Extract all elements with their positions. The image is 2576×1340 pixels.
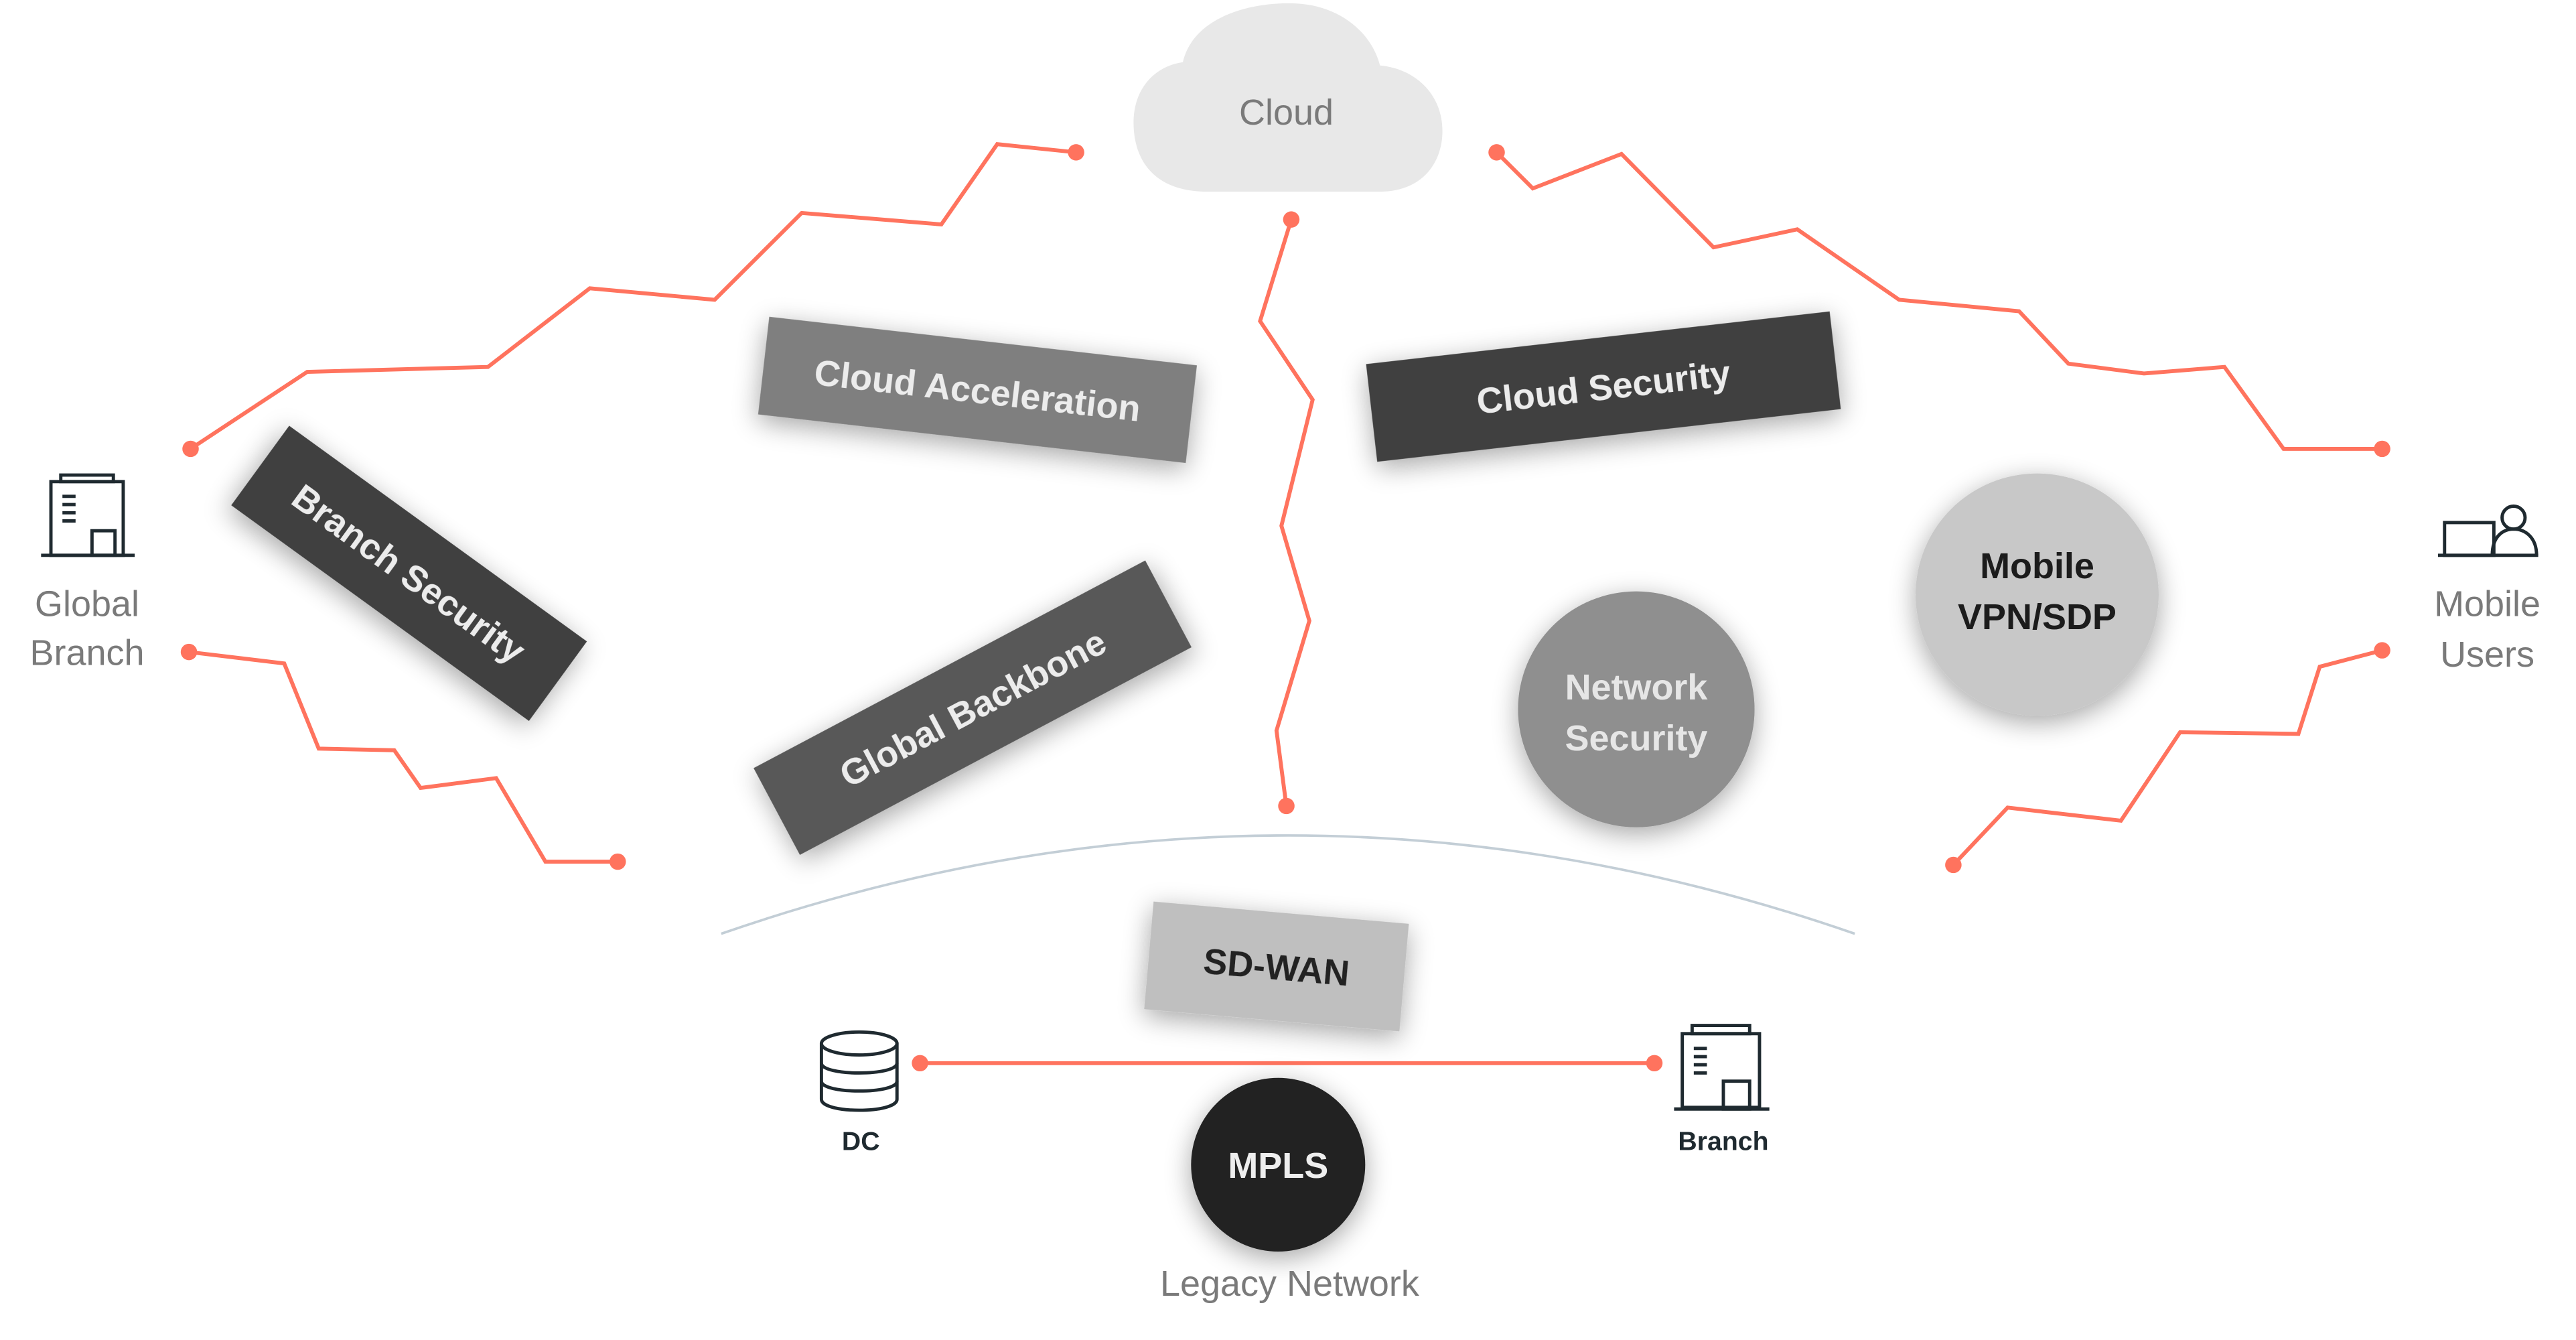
branch-label: Branch (1678, 1127, 1768, 1156)
network-security-label-2: Security (1565, 718, 1708, 758)
dc-endpoint: DC (819, 1030, 899, 1156)
link-endpoints (180, 144, 2390, 1072)
service-box-sd-wan: SD-WAN (1144, 901, 1409, 1032)
legacy-boundary-arc (721, 834, 1855, 935)
link-cloud-to-mobile (1495, 151, 2382, 451)
cloud-shape: Cloud (1133, 3, 1443, 192)
cloud-label: Cloud (1239, 92, 1334, 133)
building-icon (41, 473, 135, 557)
mobile-users-endpoint: Mobile Users (2434, 505, 2541, 675)
mobile-users-label-1: Mobile (2434, 584, 2541, 624)
global-branch-label-1: Global (35, 584, 139, 624)
service-circle-mpls: MPLS (1191, 1077, 1366, 1252)
global-branch-label-2: Branch (30, 633, 145, 673)
mobile-users-label-2: Users (2440, 634, 2534, 675)
dc-label: DC (842, 1127, 880, 1156)
branch-security-label: Branch Security (285, 477, 532, 672)
legacy-network-title: Legacy Network (1160, 1264, 1420, 1304)
building-icon (1674, 1024, 1770, 1111)
network-security-label-1: Network (1565, 667, 1708, 708)
laptop-user-icon (2437, 505, 2538, 557)
mpls-label: MPLS (1228, 1146, 1328, 1186)
branch-endpoint: Branch (1674, 1024, 1770, 1156)
service-circle-mobile-vpn-sdp: Mobile VPN/SDP (1915, 473, 2159, 716)
link-branch-to-cloud (189, 142, 1076, 451)
link-mobile-to-backbone (1952, 648, 2383, 866)
global-branch-endpoint: Global Branch (30, 473, 145, 673)
service-box-cloud-acceleration: Cloud Acceleration (758, 316, 1198, 464)
link-cloud-to-sdwan (1258, 218, 1315, 807)
service-box-branch-security: Branch Security (231, 425, 587, 722)
database-icon (819, 1030, 899, 1112)
mobile-vpn-label-2: VPN/SDP (1958, 597, 2117, 637)
service-circle-network-security: Network Security (1518, 591, 1755, 827)
service-box-global-backbone: Global Backbone (754, 560, 1192, 855)
service-box-cloud-security: Cloud Security (1366, 311, 1841, 462)
links (188, 142, 2383, 1065)
mobile-vpn-label-1: Mobile (1980, 546, 2094, 586)
link-branch-to-backbone (188, 650, 618, 864)
